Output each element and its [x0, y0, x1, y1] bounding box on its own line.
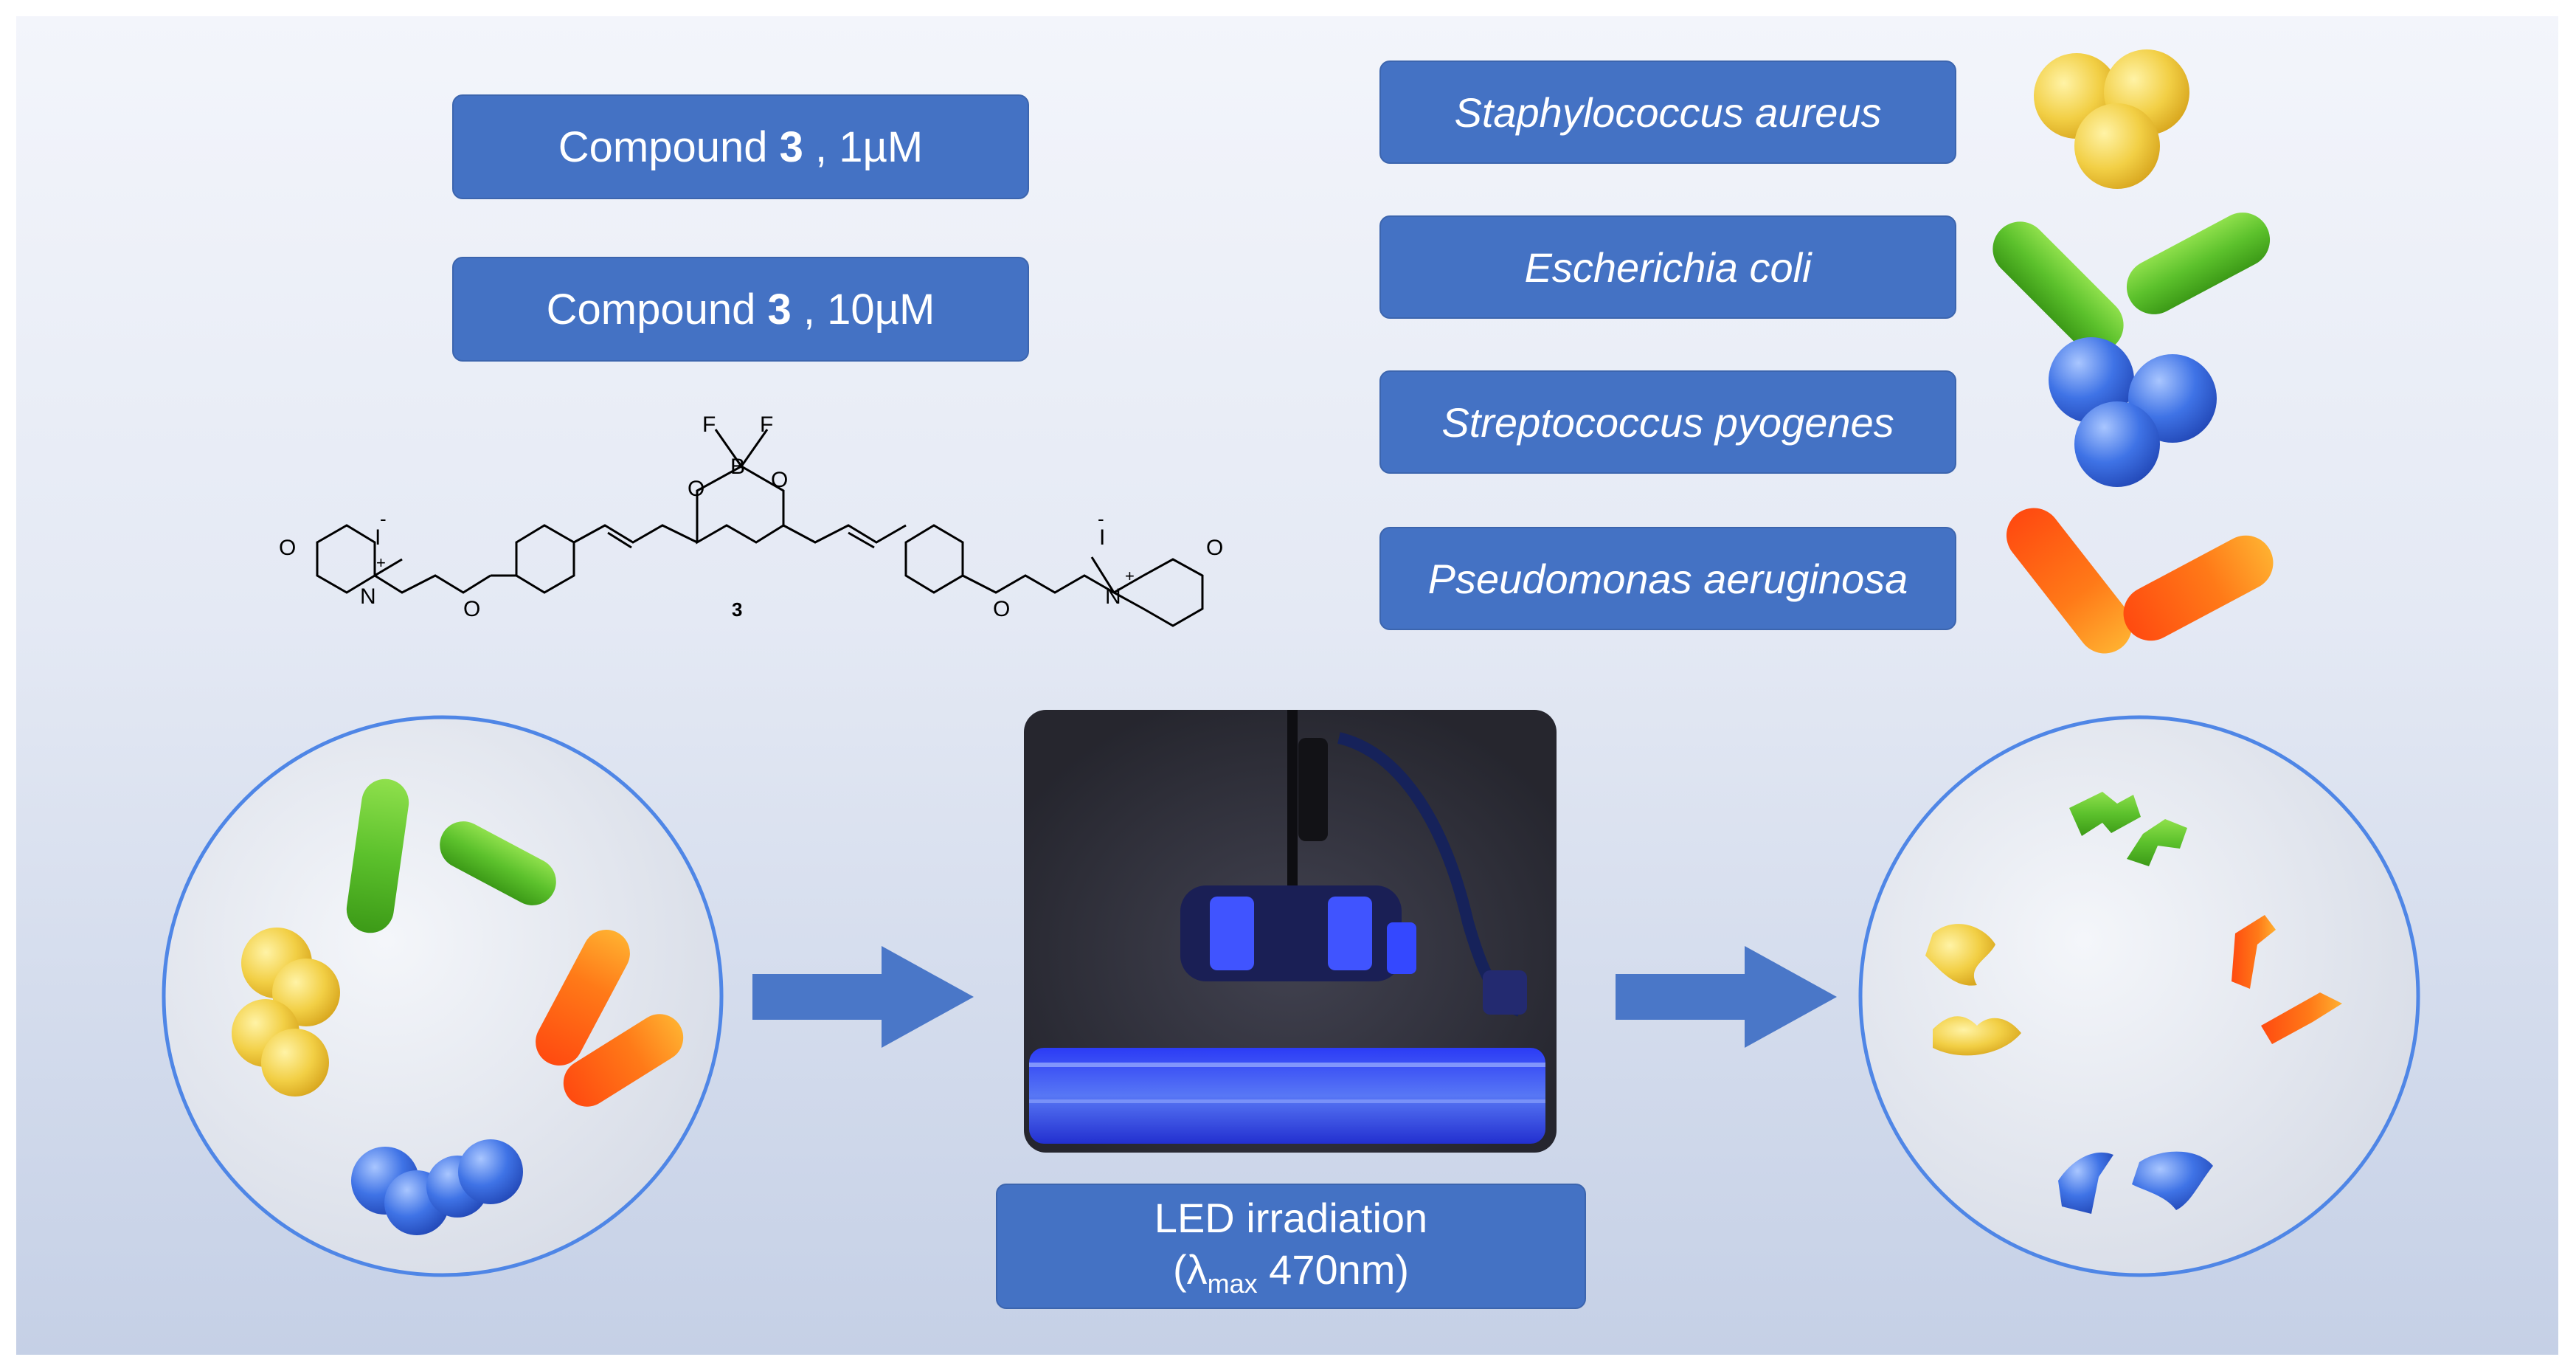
atom-o-left-ring: O — [279, 536, 296, 560]
atom-f-left: F — [702, 412, 716, 437]
pseudomonas-icon — [2006, 508, 2274, 654]
atom-f-right: F — [760, 412, 773, 437]
atom-iodide-left: I — [375, 525, 381, 550]
species-name: Pseudomonas aeruginosa — [1427, 555, 1908, 602]
compound-number: 3 — [779, 122, 803, 171]
atom-o-left-ether: O — [463, 597, 480, 621]
left-phenyl-ring — [515, 524, 575, 594]
atom-plus-right: + — [1125, 567, 1135, 585]
right-chain — [962, 574, 1115, 594]
right-morpholine-ring — [1111, 558, 1204, 627]
led-device-photo — [1024, 710, 1557, 1153]
atom-n-left: N — [360, 584, 376, 609]
compound-number-label: 3 — [732, 598, 742, 621]
bf-bond-2 — [740, 429, 769, 467]
atom-minus-right: - — [1098, 508, 1104, 530]
right-vinyl — [783, 524, 907, 544]
atom-o-ring-left: O — [688, 477, 704, 501]
atom-plus-left: + — [376, 553, 386, 572]
compound-concentration: , 10µM — [791, 285, 935, 334]
left-morpholine-ring — [316, 524, 376, 594]
atom-minus-left: - — [380, 508, 387, 530]
arrow-right-2 — [1616, 946, 1837, 1048]
escherichia-icon — [1992, 213, 2271, 353]
species-label-pseudomonas: Pseudomonas aeruginosa — [1379, 527, 1956, 630]
compound-label-text: Compound — [546, 285, 768, 334]
right-methyl — [1090, 556, 1115, 593]
chemical-structure: O N + I - O O B F F O 3 O N + I - O — [279, 412, 1223, 627]
compound-10um-label: Compound 3 , 10µM — [452, 257, 1029, 362]
wavelength-value: 470nm) — [1257, 1246, 1410, 1293]
right-vinyl-double — [848, 531, 875, 549]
dioxaborinine-ring — [696, 465, 785, 545]
species-name: Escherichia coli — [1524, 244, 1812, 291]
staphylococcus-icon — [2034, 49, 2189, 189]
species-label-escherichia: Escherichia coli — [1379, 215, 1956, 319]
arrow-right-1 — [752, 946, 974, 1048]
led-irradiation-label: LED irradiation (λmax 470nm) — [996, 1184, 1586, 1309]
species-name: Staphylococcus aureus — [1454, 89, 1882, 136]
atom-b: B — [730, 455, 745, 479]
petri-dish-after — [1858, 715, 2420, 1277]
led-line-1: LED irradiation — [1154, 1194, 1428, 1241]
left-chain — [374, 574, 491, 594]
left-vinyl — [573, 524, 698, 544]
atom-o-right-ether: O — [993, 597, 1010, 621]
species-name: Streptococcus pyogenes — [1441, 398, 1894, 446]
atom-o-ring-right: O — [771, 468, 788, 492]
compound-number: 3 — [767, 285, 792, 334]
petri-dish-before — [162, 715, 724, 1277]
lambda-symbol: (λ — [1172, 1246, 1208, 1293]
left-methyl — [374, 558, 403, 577]
species-label-staphylococcus: Staphylococcus aureus — [1379, 61, 1956, 164]
bf-bond-1 — [714, 429, 743, 467]
lambda-subscript: max — [1207, 1268, 1258, 1299]
led-line-2: (λmax 470nm) — [1173, 1244, 1409, 1300]
atom-iodide-right: I — [1099, 525, 1105, 550]
right-phenyl-ring — [904, 524, 964, 594]
atom-o-right-ring: O — [1206, 536, 1223, 560]
streptococcus-icon — [2049, 337, 2217, 487]
compound-label-text: Compound — [558, 122, 780, 171]
left-vinyl-double — [607, 531, 632, 549]
compound-concentration: , 1µM — [803, 122, 924, 171]
atom-n-right: N — [1105, 584, 1121, 609]
compound-1um-label: Compound 3 , 1µM — [452, 94, 1029, 199]
species-label-streptococcus: Streptococcus pyogenes — [1379, 370, 1956, 474]
